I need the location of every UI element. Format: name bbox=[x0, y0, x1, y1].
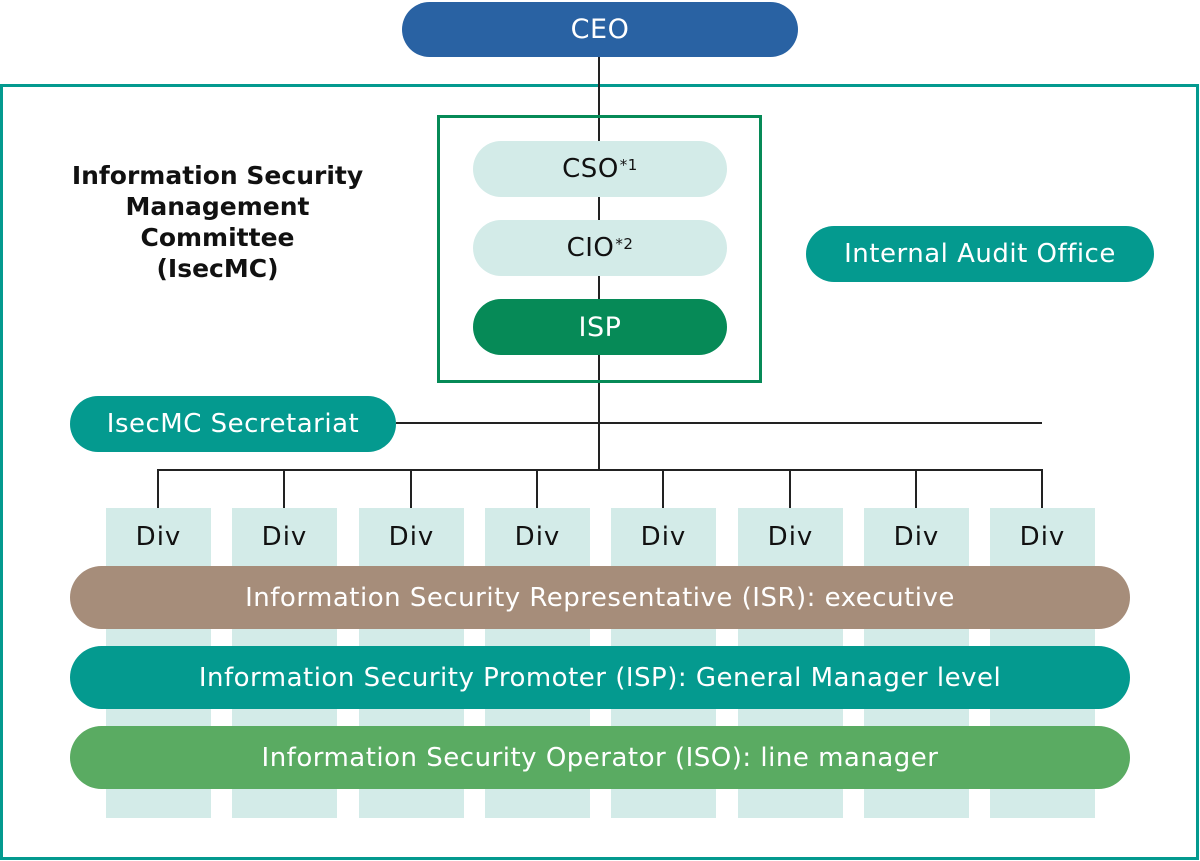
cso-node: CSO*1 bbox=[473, 141, 727, 197]
division-drop-connector bbox=[410, 469, 412, 508]
division-drop-connector bbox=[283, 469, 285, 508]
isp-node: ISP bbox=[473, 299, 727, 355]
cio-label: CIO bbox=[566, 233, 615, 263]
division-label: Div bbox=[261, 522, 308, 552]
iso-role-bar: Information Security Operator (ISO): lin… bbox=[70, 726, 1130, 789]
committee-title-line: Information Security bbox=[71, 161, 364, 190]
division-bus-connector bbox=[157, 469, 1043, 471]
cso-footnote: *1 bbox=[619, 156, 638, 174]
division-label: Div bbox=[1019, 522, 1066, 552]
cio-footnote: *2 bbox=[615, 235, 634, 253]
division-label: Div bbox=[388, 522, 435, 552]
division-drop-connector bbox=[915, 469, 917, 508]
division-drop-connector bbox=[662, 469, 664, 508]
committee-title: Information Security Management Committe… bbox=[40, 160, 395, 284]
isp-role-label: Information Security Promoter (ISP): Gen… bbox=[198, 662, 1002, 693]
committee-title-line: Management bbox=[125, 192, 310, 221]
executive-group-frame bbox=[437, 115, 762, 383]
cio-node: CIO*2 bbox=[473, 220, 727, 276]
cso-label: CSO bbox=[562, 154, 619, 184]
ceo-label: CEO bbox=[570, 14, 630, 45]
division-drop-connector bbox=[789, 469, 791, 508]
ceo-node: CEO bbox=[402, 2, 798, 57]
division-drop-connector bbox=[157, 469, 159, 508]
isp-role-bar: Information Security Promoter (ISP): Gen… bbox=[70, 646, 1130, 709]
internal-audit-label: Internal Audit Office bbox=[844, 239, 1116, 269]
division-label: Div bbox=[640, 522, 687, 552]
division-label: Div bbox=[893, 522, 940, 552]
isp-label: ISP bbox=[578, 311, 622, 343]
secretariat-label: IsecMC Secretariat bbox=[106, 409, 360, 439]
secretariat-connector bbox=[396, 422, 1042, 424]
division-label: Div bbox=[135, 522, 182, 552]
secretariat-node: IsecMC Secretariat bbox=[70, 396, 396, 452]
internal-audit-node: Internal Audit Office bbox=[806, 226, 1154, 282]
committee-title-line: (IsecMC) bbox=[156, 254, 279, 283]
isr-role-bar: Information Security Representative (ISR… bbox=[70, 566, 1130, 629]
division-drop-connector bbox=[1041, 469, 1043, 508]
division-label: Div bbox=[767, 522, 814, 552]
committee-title-line: Committee bbox=[140, 223, 295, 252]
isr-role-label: Information Security Representative (ISR… bbox=[245, 582, 955, 613]
iso-role-label: Information Security Operator (ISO): lin… bbox=[261, 742, 939, 773]
division-label: Div bbox=[514, 522, 561, 552]
division-drop-connector bbox=[536, 469, 538, 508]
